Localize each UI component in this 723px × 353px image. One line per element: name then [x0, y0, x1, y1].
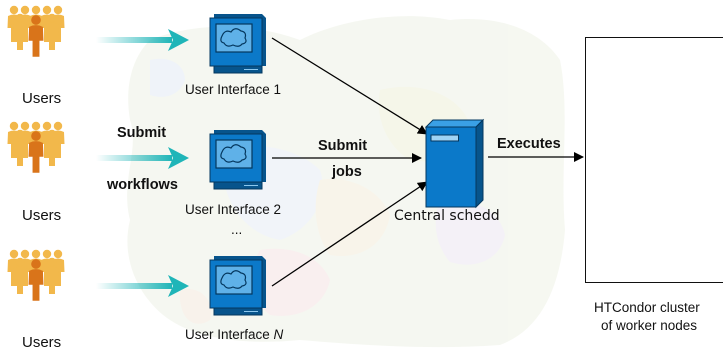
computer-terminal-icon [209, 14, 266, 74]
submit-jobs-label-line2: jobs [332, 164, 362, 180]
users-group-icon [7, 121, 65, 173]
ui-label-1: User Interface 1 [185, 82, 282, 97]
europe-map-background [127, 16, 565, 348]
submit-jobs-label-line1: Submit [318, 138, 368, 154]
submit-workflows-label-line2: workflows [107, 177, 178, 193]
users-group-icon [7, 5, 65, 57]
cluster-label-line1: HTCondor cluster [594, 300, 700, 315]
submit-arrow [96, 275, 189, 297]
users-groups [7, 5, 65, 301]
htcondor-cluster-box [585, 37, 723, 283]
user-interface-icons [209, 14, 266, 316]
ui1-to-central-line [271, 37, 428, 135]
job-submission-lines [271, 37, 584, 287]
ellipsis-label: ... [231, 222, 243, 237]
ui-label-n-var: N [273, 327, 284, 342]
users-label-1: Users [22, 90, 62, 107]
cluster-label-line2: of worker nodes [601, 318, 698, 333]
server-tower-icon [424, 118, 485, 209]
users-group-icon [7, 249, 65, 301]
ui-label-n: User Interface N [185, 327, 283, 342]
central-schedd-label: Central schedd [394, 208, 500, 224]
ui-label-n-prefix: User Interface [185, 327, 274, 342]
central-schedd-server-icon [424, 118, 485, 209]
ui-label-2: User Interface 2 [185, 202, 282, 217]
submit-arrow [96, 29, 189, 51]
computer-terminal-icon [209, 130, 266, 190]
computer-terminal-icon [209, 256, 266, 316]
users-label-2: Users [22, 207, 62, 224]
submit-arrows [96, 29, 189, 297]
users-label-3: Users [22, 334, 62, 351]
executes-label: Executes [497, 136, 561, 152]
submit-arrow [96, 147, 189, 169]
submit-workflows-label-line1: Submit [117, 125, 167, 141]
ui3-to-central-line [271, 181, 428, 287]
